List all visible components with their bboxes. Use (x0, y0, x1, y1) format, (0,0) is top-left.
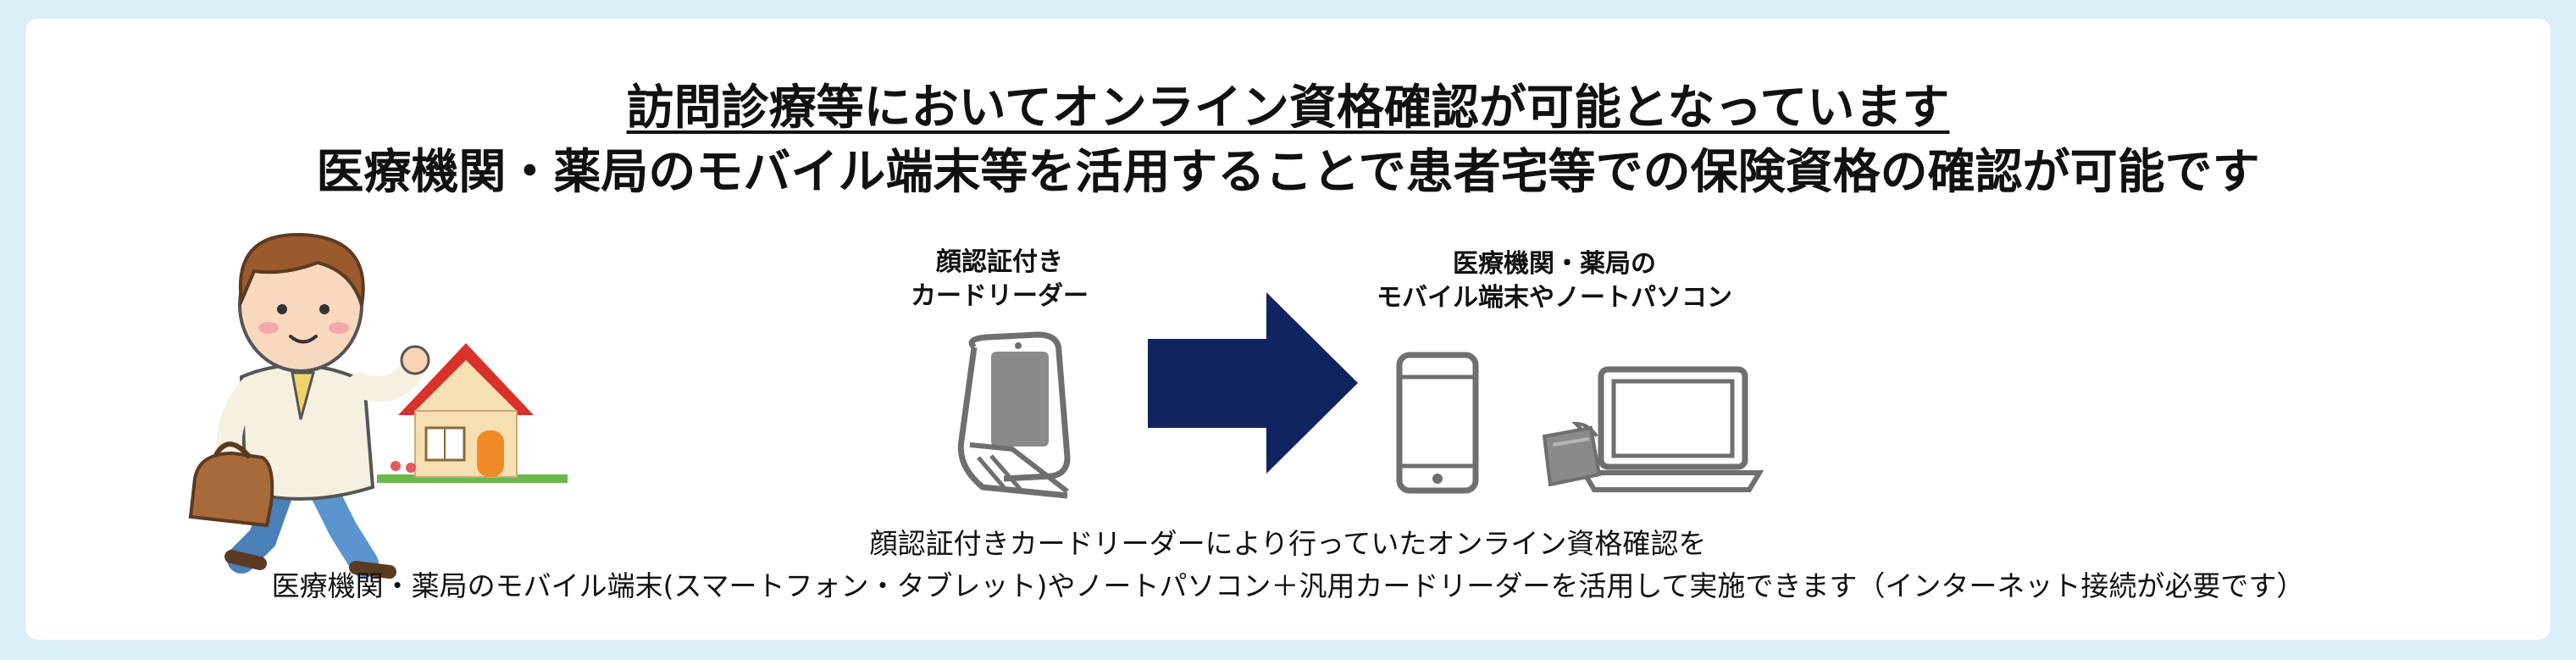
card-reader-small-icon (1542, 425, 1602, 487)
card-reader-icon (957, 331, 1071, 499)
footnote-line-2: 医療機関・薬局のモバイル端末(スマートフォン・タブレット)やノートパソコン＋汎用… (271, 569, 2305, 602)
headline-primary-text: 訪問診療等においてオンライン資格確認が可能となっています (626, 80, 1950, 136)
headline-secondary: 医療機関・薬局のモバイル端末等を活用することで患者宅等での保険資格の確認が可能で… (316, 145, 2260, 200)
house-illustration (377, 343, 568, 483)
mobile-device-label: 医療機関・薬局の モバイル端末やノートパソコン (1377, 249, 1732, 313)
smartphone-icon (1396, 352, 1479, 494)
card-reader-label: 顔認証付き カードリーダー (911, 247, 1089, 311)
laptop-icon (1571, 366, 1764, 492)
doctor-illustration (188, 232, 430, 579)
headline-primary: 訪問診療等においてオンライン資格確認が可能となっています (0, 78, 2576, 139)
arrow-right-icon (1148, 292, 1358, 474)
footnote-line-1: 顔認証付きカードリーダーにより行っていたオンライン資格確認を (869, 527, 1707, 560)
